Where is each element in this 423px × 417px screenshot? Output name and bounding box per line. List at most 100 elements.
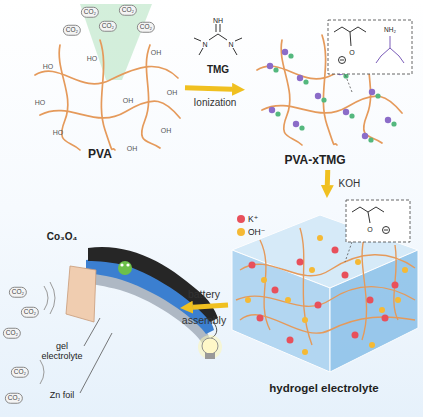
mascot (118, 261, 132, 275)
anion-site (375, 93, 380, 98)
process-arrow (325, 170, 330, 185)
legend-label: K⁺ (248, 215, 258, 224)
polymer-chain (40, 101, 180, 118)
anion-site (349, 113, 354, 118)
oh-ion (355, 259, 361, 265)
arrow-label: battery assembly (177, 281, 231, 333)
double-bond (216, 24, 220, 32)
oh-ion (245, 297, 251, 303)
anion-site (275, 111, 280, 116)
guanidinium-bond (381, 36, 399, 56)
legend-swatch (237, 228, 245, 236)
co2-molecule: CO₂ (21, 307, 39, 318)
oh-ion (379, 307, 385, 313)
inset-structure (334, 27, 404, 64)
gel-chains (236, 228, 415, 345)
process-arrow (185, 88, 232, 90)
atom-label: N (202, 41, 207, 48)
anion-site (299, 125, 304, 130)
tmg-cation (369, 89, 375, 95)
k-ion (392, 282, 399, 289)
oh-ion (395, 297, 401, 303)
k-ion (367, 297, 374, 304)
arrow-label: Ionization (180, 97, 250, 109)
node-label: PVA-xTMG (265, 154, 365, 167)
co2-molecule: CO₂ (81, 7, 99, 18)
co2-molecule: CO₂ (99, 21, 117, 32)
anion-site (288, 53, 293, 58)
peeled-flap (66, 266, 96, 322)
methyl-bond (194, 38, 242, 55)
flexible-battery (66, 247, 222, 359)
chain-bond (334, 27, 366, 32)
legend-entry: OH⁻ (237, 228, 265, 237)
co2-molecule: CO₂ (5, 393, 23, 404)
methyl-bond (376, 56, 404, 63)
leader-line (80, 333, 112, 393)
panel: PVA-xTMG (245, 15, 415, 170)
wave-arc (40, 360, 44, 384)
node-label: gel electrolyte (36, 342, 88, 362)
inset-box (346, 200, 410, 242)
tmg-cation (269, 107, 275, 113)
tmg-cation (297, 75, 303, 81)
oh-ions (245, 235, 408, 355)
anion-site (368, 137, 373, 142)
k-ions (249, 247, 399, 344)
anion-site (273, 67, 278, 72)
minus-sign (384, 230, 388, 231)
k-ion (332, 247, 339, 254)
atom-label: NH (213, 17, 223, 24)
co2-molecule: CO₂ (9, 287, 27, 298)
cathode-sheet (88, 247, 218, 322)
tmg-cation (267, 63, 273, 69)
oh-ion (369, 342, 375, 348)
minus-charge (383, 227, 390, 234)
polymer-network (35, 40, 180, 150)
mascot-eye (120, 263, 123, 266)
oh-ion (317, 235, 323, 241)
bulb (202, 338, 218, 354)
hydroxyl-group: OH (123, 97, 134, 104)
atom-label: NH₂ (384, 27, 396, 34)
leader-lines (80, 318, 112, 393)
co2-molecule: CO₂ (119, 5, 137, 16)
hydroxyl-group: HO (53, 129, 64, 136)
bond (350, 32, 351, 46)
k-ion (342, 272, 349, 279)
hydroxyl-group: HO (87, 55, 98, 62)
polymer-chain (300, 228, 312, 345)
legend-entry: K⁺ (237, 215, 258, 224)
tmg-cation (362, 133, 368, 139)
k-ion (249, 262, 256, 269)
leader-line (345, 74, 352, 92)
co2-molecule: CO₂ (3, 328, 21, 339)
k-ion (287, 337, 294, 344)
reagent-label: TMG (207, 65, 229, 75)
tmg-cation (343, 109, 349, 115)
polymer-chain (362, 235, 367, 340)
inset-structure (352, 207, 390, 234)
leader-line (345, 242, 352, 262)
oh-ion (302, 349, 308, 355)
k-ion (297, 259, 304, 266)
atom-label: O (367, 226, 372, 233)
anion-site (321, 97, 326, 102)
k-ion (257, 315, 264, 322)
tmg-cation (315, 93, 321, 99)
anion-site (303, 79, 308, 84)
chain-bond (352, 207, 384, 212)
hydroxyl-group: OH (151, 49, 162, 56)
inset-box (328, 20, 412, 74)
hydroxyl-group: OH (161, 127, 172, 134)
co2-molecule: CO₂ (137, 22, 155, 33)
leader-line (84, 318, 100, 346)
oh-ion (402, 267, 408, 273)
bulb-glow (198, 335, 222, 359)
minus-sign (340, 60, 344, 61)
oh-ion (285, 297, 291, 303)
wave-arc (50, 282, 55, 314)
hydroxyl-group: HO (43, 63, 54, 70)
hydroxyl-group: HO (35, 99, 46, 106)
legend-label: OH⁻ (248, 228, 265, 237)
